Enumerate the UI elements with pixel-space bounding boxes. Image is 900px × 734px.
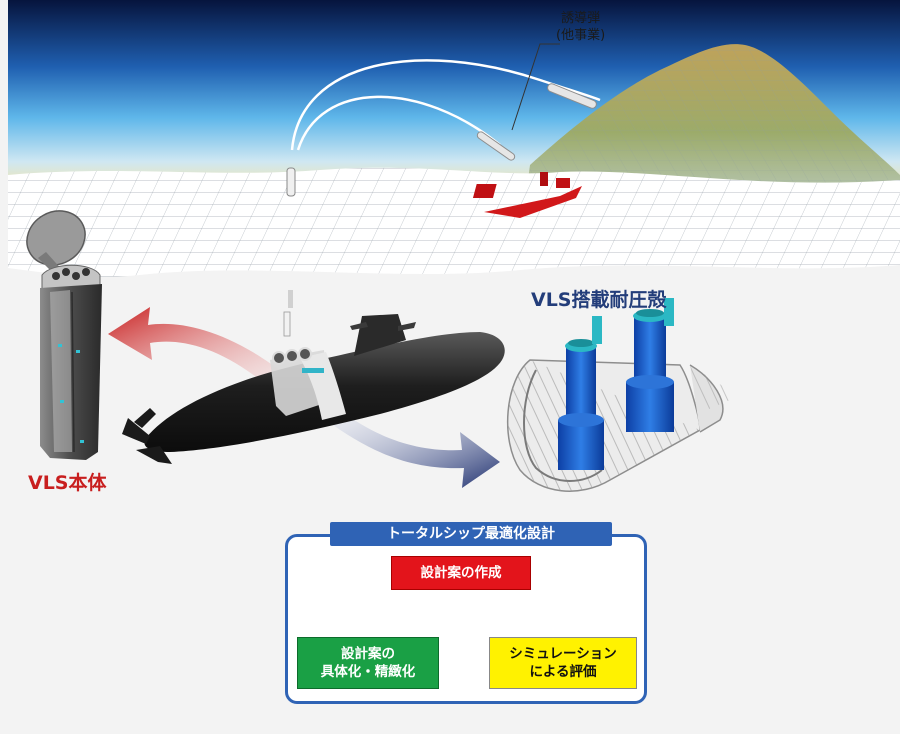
step-detail-refine: 設計案の 具体化・精緻化: [297, 637, 439, 689]
vls-hull-label: VLS搭載耐圧殻: [531, 289, 667, 311]
missile-2: [476, 131, 516, 161]
step-sim-label-line1: シミュレーション: [509, 646, 617, 662]
red-arrow: [108, 307, 290, 388]
missile-trajectory-1: [290, 59, 601, 151]
vls-pressure-hull: [506, 298, 732, 492]
step-detail-label-line1: 設計案の: [341, 646, 395, 662]
missile-label-line1: 誘導弾: [561, 11, 601, 26]
step-detail-label-line2: 具体化・精緻化: [320, 664, 416, 680]
step-create-label: 設計案の作成: [420, 565, 502, 581]
step-create-design: 設計案の作成: [391, 556, 531, 590]
submarine: [122, 314, 505, 464]
missile-label-line2: (他事業): [556, 28, 606, 43]
missile-label: 誘導弾 (他事業): [556, 10, 605, 44]
navy-arrow: [326, 410, 500, 488]
target-ship: [472, 172, 582, 218]
step-sim-label-line2: による評価: [529, 664, 597, 680]
missile-1: [547, 83, 597, 109]
launching-missile: [286, 167, 296, 197]
design-loop-title: トータルシップ最適化設計: [330, 522, 612, 546]
step-simulation-evaluation: シミュレーション による評価: [489, 637, 637, 689]
missile-trajectory-2: [296, 95, 501, 151]
vls-canister: [26, 210, 102, 460]
missile-callout-line: [511, 43, 560, 131]
vls-body-label: VLS本体: [28, 472, 107, 494]
